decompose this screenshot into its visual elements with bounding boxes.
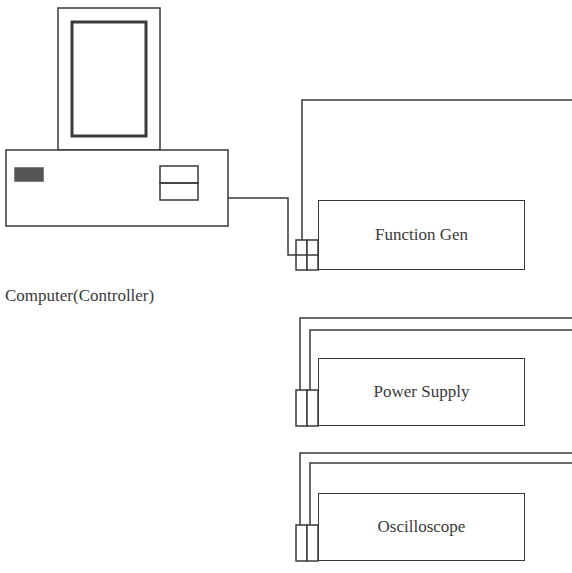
connector bbox=[296, 390, 307, 426]
instrument-name: Power Supply bbox=[374, 382, 470, 402]
instrument-name: Oscilloscope bbox=[378, 517, 466, 537]
instrument-name: Function Gen bbox=[375, 225, 468, 245]
drive-slot bbox=[160, 166, 198, 183]
figure-label: Computer(Controller) bbox=[5, 286, 154, 306]
connector bbox=[307, 390, 318, 426]
computer-case bbox=[6, 150, 228, 226]
connector bbox=[307, 525, 318, 561]
connector bbox=[296, 525, 307, 561]
instrument-box: Oscilloscope bbox=[318, 493, 525, 561]
monitor bbox=[58, 8, 160, 150]
instrument-box: Function Gen bbox=[318, 200, 525, 270]
computer-figure: Computer(Controller) bbox=[2, 5, 228, 310]
badge bbox=[15, 168, 43, 181]
drive-slot bbox=[160, 183, 198, 200]
instrument-box: Power Supply bbox=[318, 358, 525, 426]
cable bbox=[228, 198, 318, 255]
screen bbox=[72, 22, 146, 136]
